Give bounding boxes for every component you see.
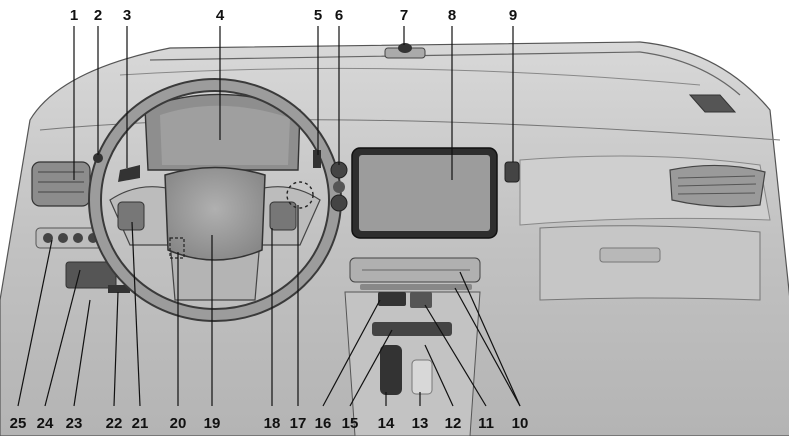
rearview-camera [384, 43, 426, 59]
stalk-controls [93, 150, 321, 182]
callout-8: 8 [448, 7, 456, 24]
callout-4: 4 [216, 7, 225, 24]
callout-20: 20 [170, 415, 187, 432]
callout-21: 21 [132, 415, 149, 432]
callout-9: 9 [509, 7, 517, 24]
bottom-callouts: 25 24 23 22 21 20 19 18 17 16 15 14 13 1… [10, 415, 529, 432]
top-callouts: 1 2 3 4 5 6 7 8 9 [70, 7, 517, 24]
callout-2: 2 [94, 7, 102, 24]
callout-5: 5 [314, 7, 322, 24]
callout-15: 15 [342, 415, 359, 432]
callout-10: 10 [512, 415, 529, 432]
callout-6: 6 [335, 7, 343, 24]
callout-3: 3 [123, 7, 131, 24]
callout-22: 22 [106, 415, 123, 432]
callout-leaders [17, 26, 521, 407]
callout-16: 16 [315, 415, 332, 432]
callout-11: 11 [478, 415, 494, 432]
callout-18: 18 [264, 415, 281, 432]
infotainment-screen [351, 147, 520, 239]
callout-24: 24 [37, 415, 54, 432]
instrument-cluster [144, 93, 301, 171]
climate-controls [349, 257, 481, 290]
callout-1: 1 [70, 7, 78, 24]
callout-19: 19 [204, 415, 221, 432]
infotainment-side-knobs [330, 161, 348, 212]
callout-12: 12 [445, 415, 462, 432]
callout-7: 7 [400, 7, 408, 24]
center-console [344, 291, 481, 436]
callout-17: 17 [290, 415, 307, 432]
callout-25: 25 [10, 415, 27, 432]
callout-23: 23 [66, 415, 83, 432]
callout-13: 13 [412, 415, 429, 432]
callout-14: 14 [378, 415, 395, 432]
